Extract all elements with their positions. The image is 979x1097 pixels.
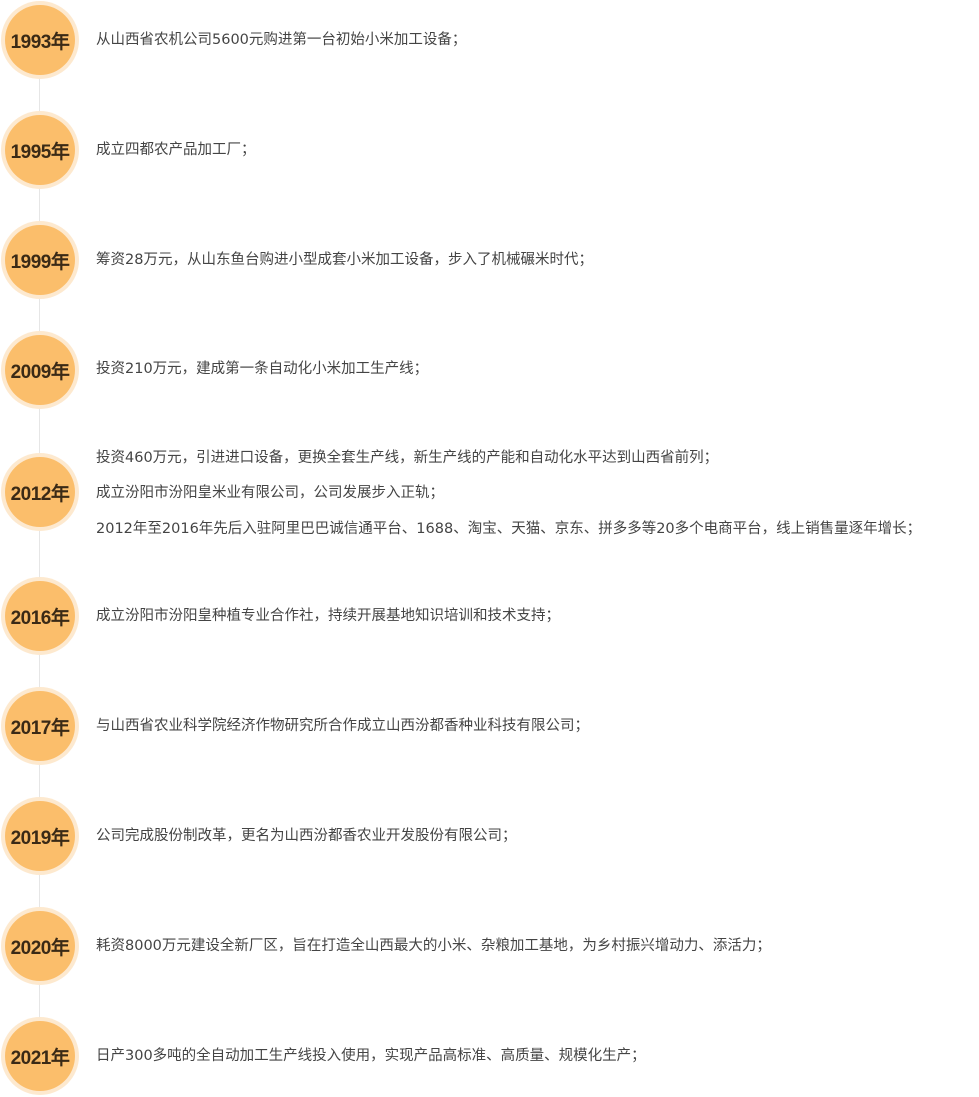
event-text: 从山西省农机公司5600元购进第一台初始小米加工设备； [96,32,467,48]
year-label: 2012年 [5,457,75,527]
event-text: 成立汾阳市汾阳皇种植专业合作社，持续开展基地知识培训和技术支持； [96,608,560,624]
year-label: 1995年 [5,115,75,185]
year-badge: 2020年 [1,907,79,985]
year-badge: 2016年 [1,577,79,655]
year-badge: 2021年 [1,1017,79,1095]
year-label: 2017年 [5,691,75,761]
year-badge: 2017年 [1,687,79,765]
year-badge: 2019年 [1,797,79,875]
event-text: 成立四都农产品加工厂； [96,142,256,158]
year-badge: 1995年 [1,111,79,189]
year-badge: 1999年 [1,221,79,299]
timeline-line [39,40,40,1060]
year-label: 1993年 [5,5,75,75]
year-label: 2016年 [5,581,75,651]
event-text: 成立汾阳市汾阳皇米业有限公司，公司发展步入正轨； [96,485,444,501]
event-text: 与山西省农业科学院经济作物研究所合作成立山西汾都香种业科技有限公司； [96,718,589,734]
event-text: 筹资28万元，从山东鱼台购进小型成套小米加工设备，步入了机械碾米时代； [96,252,593,268]
year-label: 1999年 [5,225,75,295]
event-text: 日产300多吨的全自动加工生产线投入使用，实现产品高标准、高质量、规模化生产； [96,1048,646,1064]
event-text: 公司完成股份制改革，更名为山西汾都香农业开发股份有限公司； [96,828,517,844]
event-text: 投资210万元，建成第一条自动化小米加工生产线； [96,361,429,377]
year-badge: 2009年 [1,331,79,409]
event-text: 2012年至2016年先后入驻阿里巴巴诚信通平台、1688、淘宝、天猫、京东、拼… [96,521,922,537]
year-badge: 1993年 [1,1,79,79]
year-label: 2009年 [5,335,75,405]
event-text: 投资460万元，引进进口设备，更换全套生产线，新生产线的产能和自动化水平达到山西… [96,450,719,466]
year-badge: 2012年 [1,453,79,531]
year-label: 2021年 [5,1021,75,1091]
event-text: 耗资8000万元建设全新厂区，旨在打造全山西最大的小米、杂粮加工基地，为乡村振兴… [96,938,771,954]
year-label: 2019年 [5,801,75,871]
year-label: 2020年 [5,911,75,981]
